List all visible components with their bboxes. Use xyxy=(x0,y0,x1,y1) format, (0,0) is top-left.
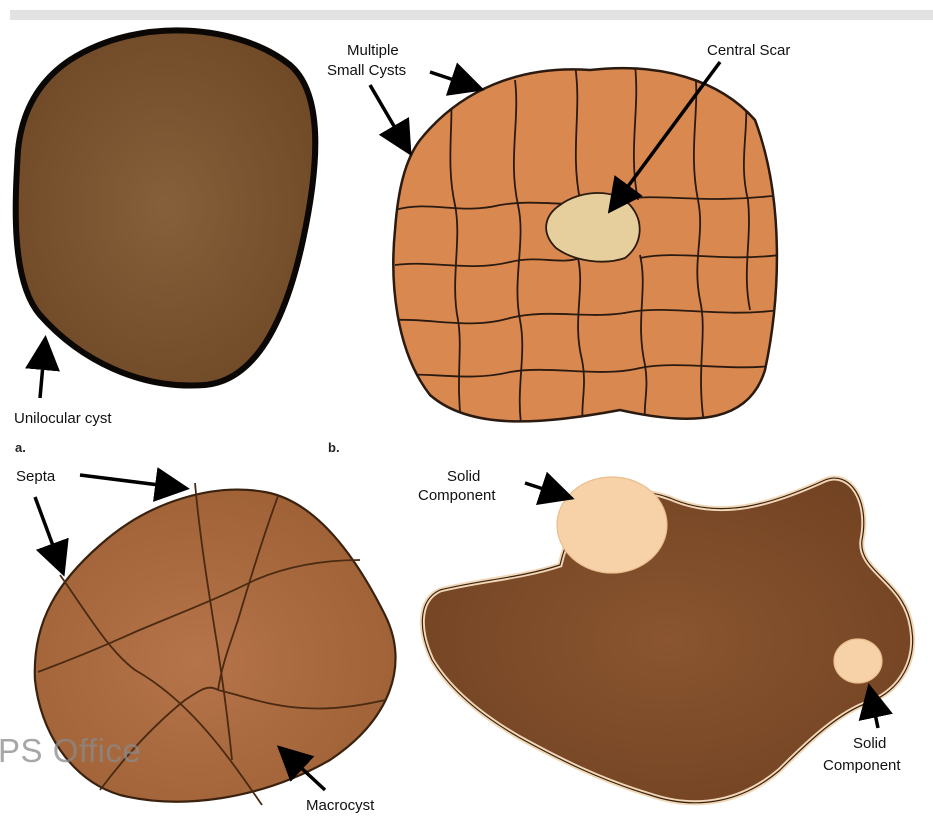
solid-component-top xyxy=(557,477,667,573)
wps-office-watermark: PS Office xyxy=(0,732,141,770)
solid-component-bottom xyxy=(834,639,882,683)
solid-bottom-label-line2: Component xyxy=(823,757,901,774)
multiple-cysts-label-line2: Small Cysts xyxy=(327,62,406,79)
panel-d-solid-component-cyst: Solid Component Solid Component xyxy=(418,468,913,803)
septa-arrow-right xyxy=(80,475,183,488)
central-scar-label: Central Scar xyxy=(707,42,790,59)
panel-b-multiple-cysts: Central Scar Multiple Small Cysts b. xyxy=(327,42,790,455)
solid-bottom-label-line1: Solid xyxy=(853,735,886,752)
multiple-cysts-label-line1: Multiple xyxy=(347,42,399,59)
unilocular-label: Unilocular cyst xyxy=(14,410,112,427)
macrocyst-label: Macrocyst xyxy=(306,797,375,814)
solid-top-label-line1: Solid xyxy=(447,468,480,485)
panel-a-unilocular-cyst: Unilocular cyst a. xyxy=(14,30,315,455)
solid-top-label-line2: Component xyxy=(418,487,496,504)
unilocular-cyst-shape xyxy=(16,30,316,385)
panel-b-letter: b. xyxy=(328,440,340,455)
panel-a-letter: a. xyxy=(15,440,26,455)
solid-top-arrow xyxy=(525,483,568,497)
septa-arrow-down xyxy=(35,497,62,570)
multiple-cysts-arrow-down xyxy=(370,85,408,150)
septa-label: Septa xyxy=(16,468,56,485)
multiple-cysts-arrow-right xyxy=(430,72,478,88)
unilocular-arrow xyxy=(40,342,45,398)
